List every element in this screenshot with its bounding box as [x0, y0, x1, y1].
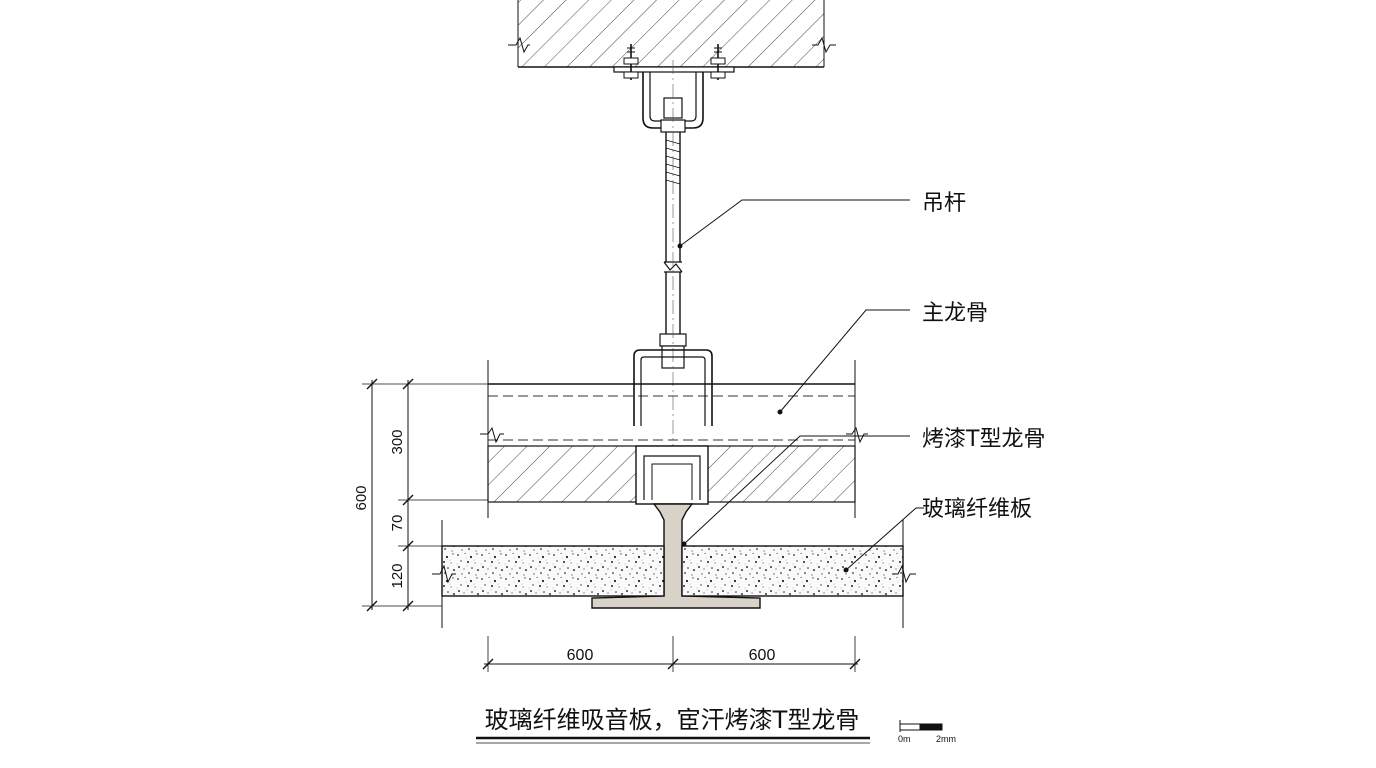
- concrete-slab: [508, 0, 836, 68]
- dim-left-bottom: 120: [389, 563, 406, 588]
- t-keel-label: 烤漆T型龙骨: [922, 427, 1045, 452]
- panel-label: 玻璃纤维板: [922, 497, 1032, 522]
- dim-left-top: 300: [389, 429, 406, 454]
- cross-keel-band: [487, 445, 856, 505]
- drawing-title: 玻璃纤维吸音板，宦汗烤漆T型龙骨: [485, 706, 860, 734]
- scale-bar: [899, 720, 943, 732]
- dim-bottom-right: 600: [749, 647, 776, 664]
- hanger-rod: [659, 60, 687, 520]
- left-dimensions: [362, 378, 488, 612]
- dim-bottom-left: 600: [567, 647, 594, 664]
- dim-left-total: 600: [353, 485, 370, 510]
- leaders: [677, 199, 924, 573]
- hanger-rod-label: 吊杆: [922, 191, 966, 216]
- glass-fiber-panels: [432, 520, 916, 628]
- t-keel-section: [591, 503, 761, 609]
- dim-left-mid: 70: [389, 515, 406, 532]
- bottom-dimensions: [482, 636, 861, 672]
- scale-start: 0m: [898, 734, 911, 744]
- scale-end: 2mm: [936, 734, 956, 744]
- main-keel-label: 主龙骨: [922, 301, 988, 326]
